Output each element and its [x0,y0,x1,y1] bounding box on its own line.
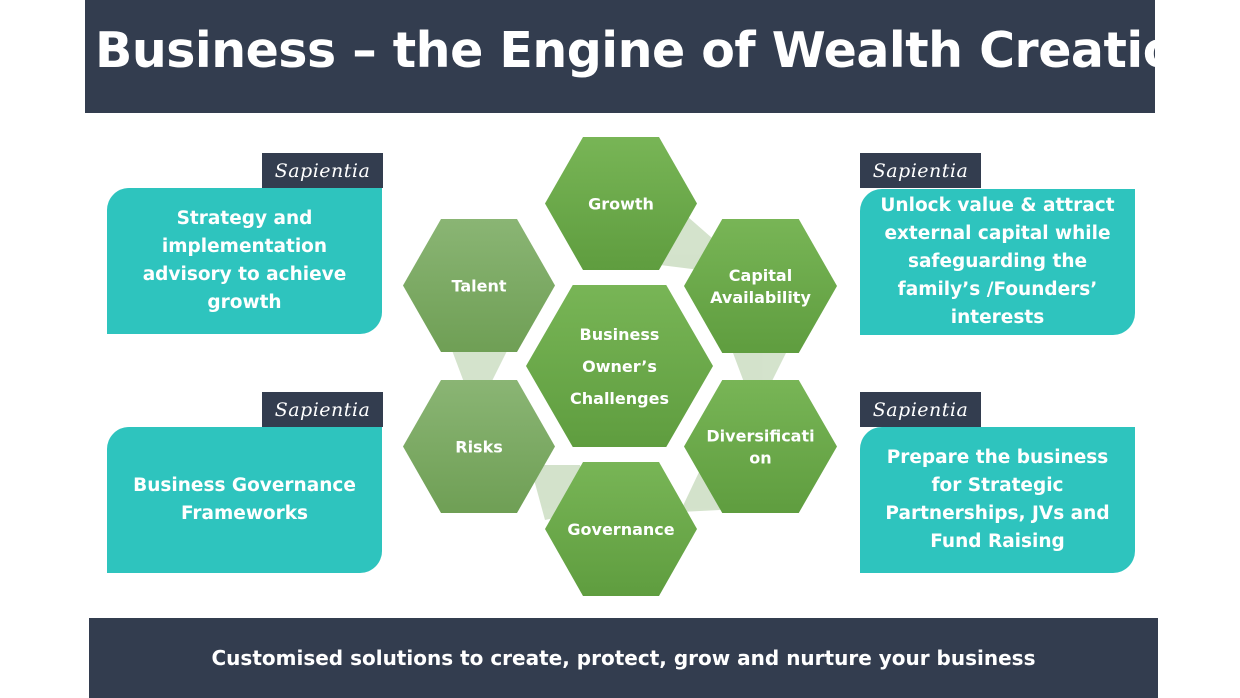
page-title: Business – the Engine of Wealth Creation [95,22,1211,79]
sapientia-tag: Sapientia [262,392,383,427]
hexagon-shape [545,462,697,596]
hexagon-shape [403,380,555,513]
hexagon-label: Governance [567,520,674,539]
sapientia-tag: Sapientia [860,153,981,188]
title-banner: Business – the Engine of Wealth Creation [85,0,1211,113]
service-box-governance: Business Governance Frameworks [107,427,382,573]
sapientia-tag: Sapientia [860,392,981,427]
hexagon-shape [526,285,713,447]
hexagon-governance: Governance [545,462,697,596]
hexagon-shape [545,137,697,270]
hexagon-shape [684,380,837,513]
footer-tagline: Customised solutions to create, protect,… [211,646,1036,670]
hexagon-label: Risks [455,438,503,457]
service-box-strategy: Strategy and implementation advisory to … [107,188,382,334]
hexagon-label: Business [580,325,660,344]
hexagon-diversification: Diversificati on [684,380,837,513]
service-box-partnerships: Prepare the business for Strategic Partn… [860,427,1135,573]
hexagon-label: Talent [451,277,506,296]
hexagon-label: Owner’s [582,357,657,376]
hexagon-label: Challenges [570,389,669,408]
hexagon-risks: Risks [403,380,555,513]
hexagon-label: Capital [729,266,792,285]
hexagon-label: Availability [710,288,811,307]
sapientia-tag: Sapientia [262,153,383,188]
hexagon-growth: Growth [545,137,697,270]
hexagon-label: Growth [588,195,654,214]
service-box-capital: Unlock value & attract external capital … [860,189,1135,335]
hexagon-label: Diversificati [706,427,814,446]
hexagon-shape [684,219,837,353]
hexagon-shape [403,219,555,352]
hexagon-label: on [749,449,771,468]
footer-banner: Customised solutions to create, protect,… [89,618,1158,698]
hexagon-talent: Talent [403,219,555,352]
